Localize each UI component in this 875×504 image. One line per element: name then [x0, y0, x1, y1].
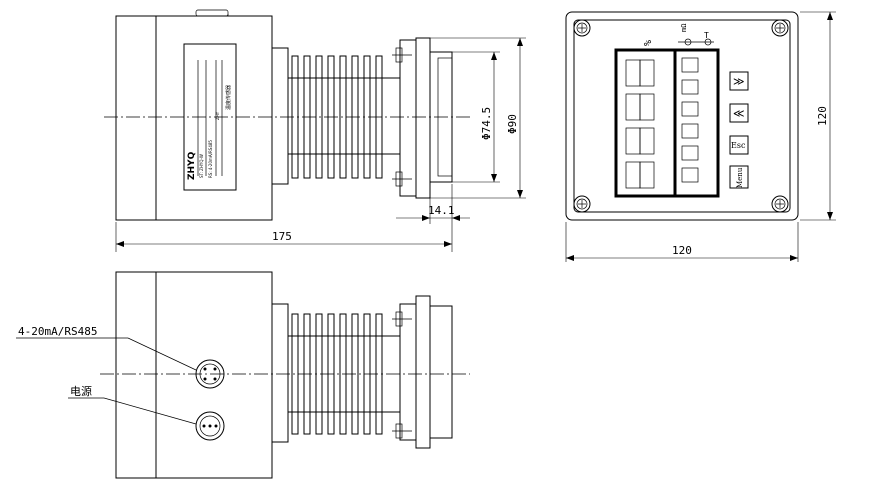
display-digit [639, 93, 655, 121]
front-view: % mΩ T ≫ ≪ Esc Menu 120 [565, 11, 836, 262]
nameplate-line-3: ZHY [215, 111, 220, 120]
dim-flange-thickness: 14.1 [428, 204, 455, 217]
display-digit [625, 59, 641, 87]
indicator-cell [681, 57, 699, 73]
dim-window-diameter: Φ74.5 [480, 107, 493, 140]
power-connector [195, 411, 225, 441]
side-housing [115, 15, 273, 221]
indicator-cell [681, 167, 699, 183]
indicator-cell [681, 79, 699, 95]
down-button-label: ≪ [733, 107, 745, 120]
nameplate-product: 温度传感器 [225, 85, 232, 110]
display-panel [614, 48, 720, 198]
indicator-cell [681, 123, 699, 139]
label-power: 电源 [70, 384, 92, 398]
display-digit [625, 93, 641, 121]
indicator-mohm: mΩ [680, 24, 688, 32]
up-button[interactable]: ≫ [729, 71, 749, 91]
signal-connector [195, 359, 225, 389]
dim-flange-diameter: Φ90 [506, 114, 519, 134]
corner-screw-icons [573, 19, 789, 213]
dim-front-height: 120 [816, 106, 829, 126]
side-view: ZHYQ 温度传感器 ST: ZHYQ-W RS: 4-20mA/RS485 Z… [104, 9, 526, 252]
indicator-cell [681, 145, 699, 161]
dim-front-width: 120 [672, 244, 692, 257]
display-digit [625, 161, 641, 189]
front-housing [565, 11, 799, 221]
menu-button-label: Menu [736, 167, 744, 188]
nameplate-line-1: ST: ZHYQ-W [199, 154, 204, 178]
display-digits [625, 57, 699, 189]
indicator-cell [681, 101, 699, 117]
dim-length-175: 175 [272, 230, 292, 243]
label-signal: 4-20mA/RS485 [18, 325, 97, 338]
menu-button[interactable]: Menu [729, 165, 749, 189]
esc-button[interactable]: Esc [729, 135, 749, 155]
indicator-t: T [704, 31, 709, 40]
bottom-housing [115, 271, 273, 479]
up-button-label: ≫ [733, 75, 745, 88]
display-digit [625, 127, 641, 155]
nameplate-logo: ZHYQ [187, 151, 197, 180]
down-button[interactable]: ≪ [729, 103, 749, 123]
nameplate-line-2: RS: 4-20mA/RS485 [208, 140, 213, 178]
indicator-percent: % [641, 40, 652, 46]
esc-button-label: Esc [731, 141, 746, 150]
display-digit [639, 59, 655, 87]
display-digit [639, 161, 655, 189]
bottom-view: 4-20mA/RS485 电源 [16, 271, 470, 479]
display-digit [639, 127, 655, 155]
